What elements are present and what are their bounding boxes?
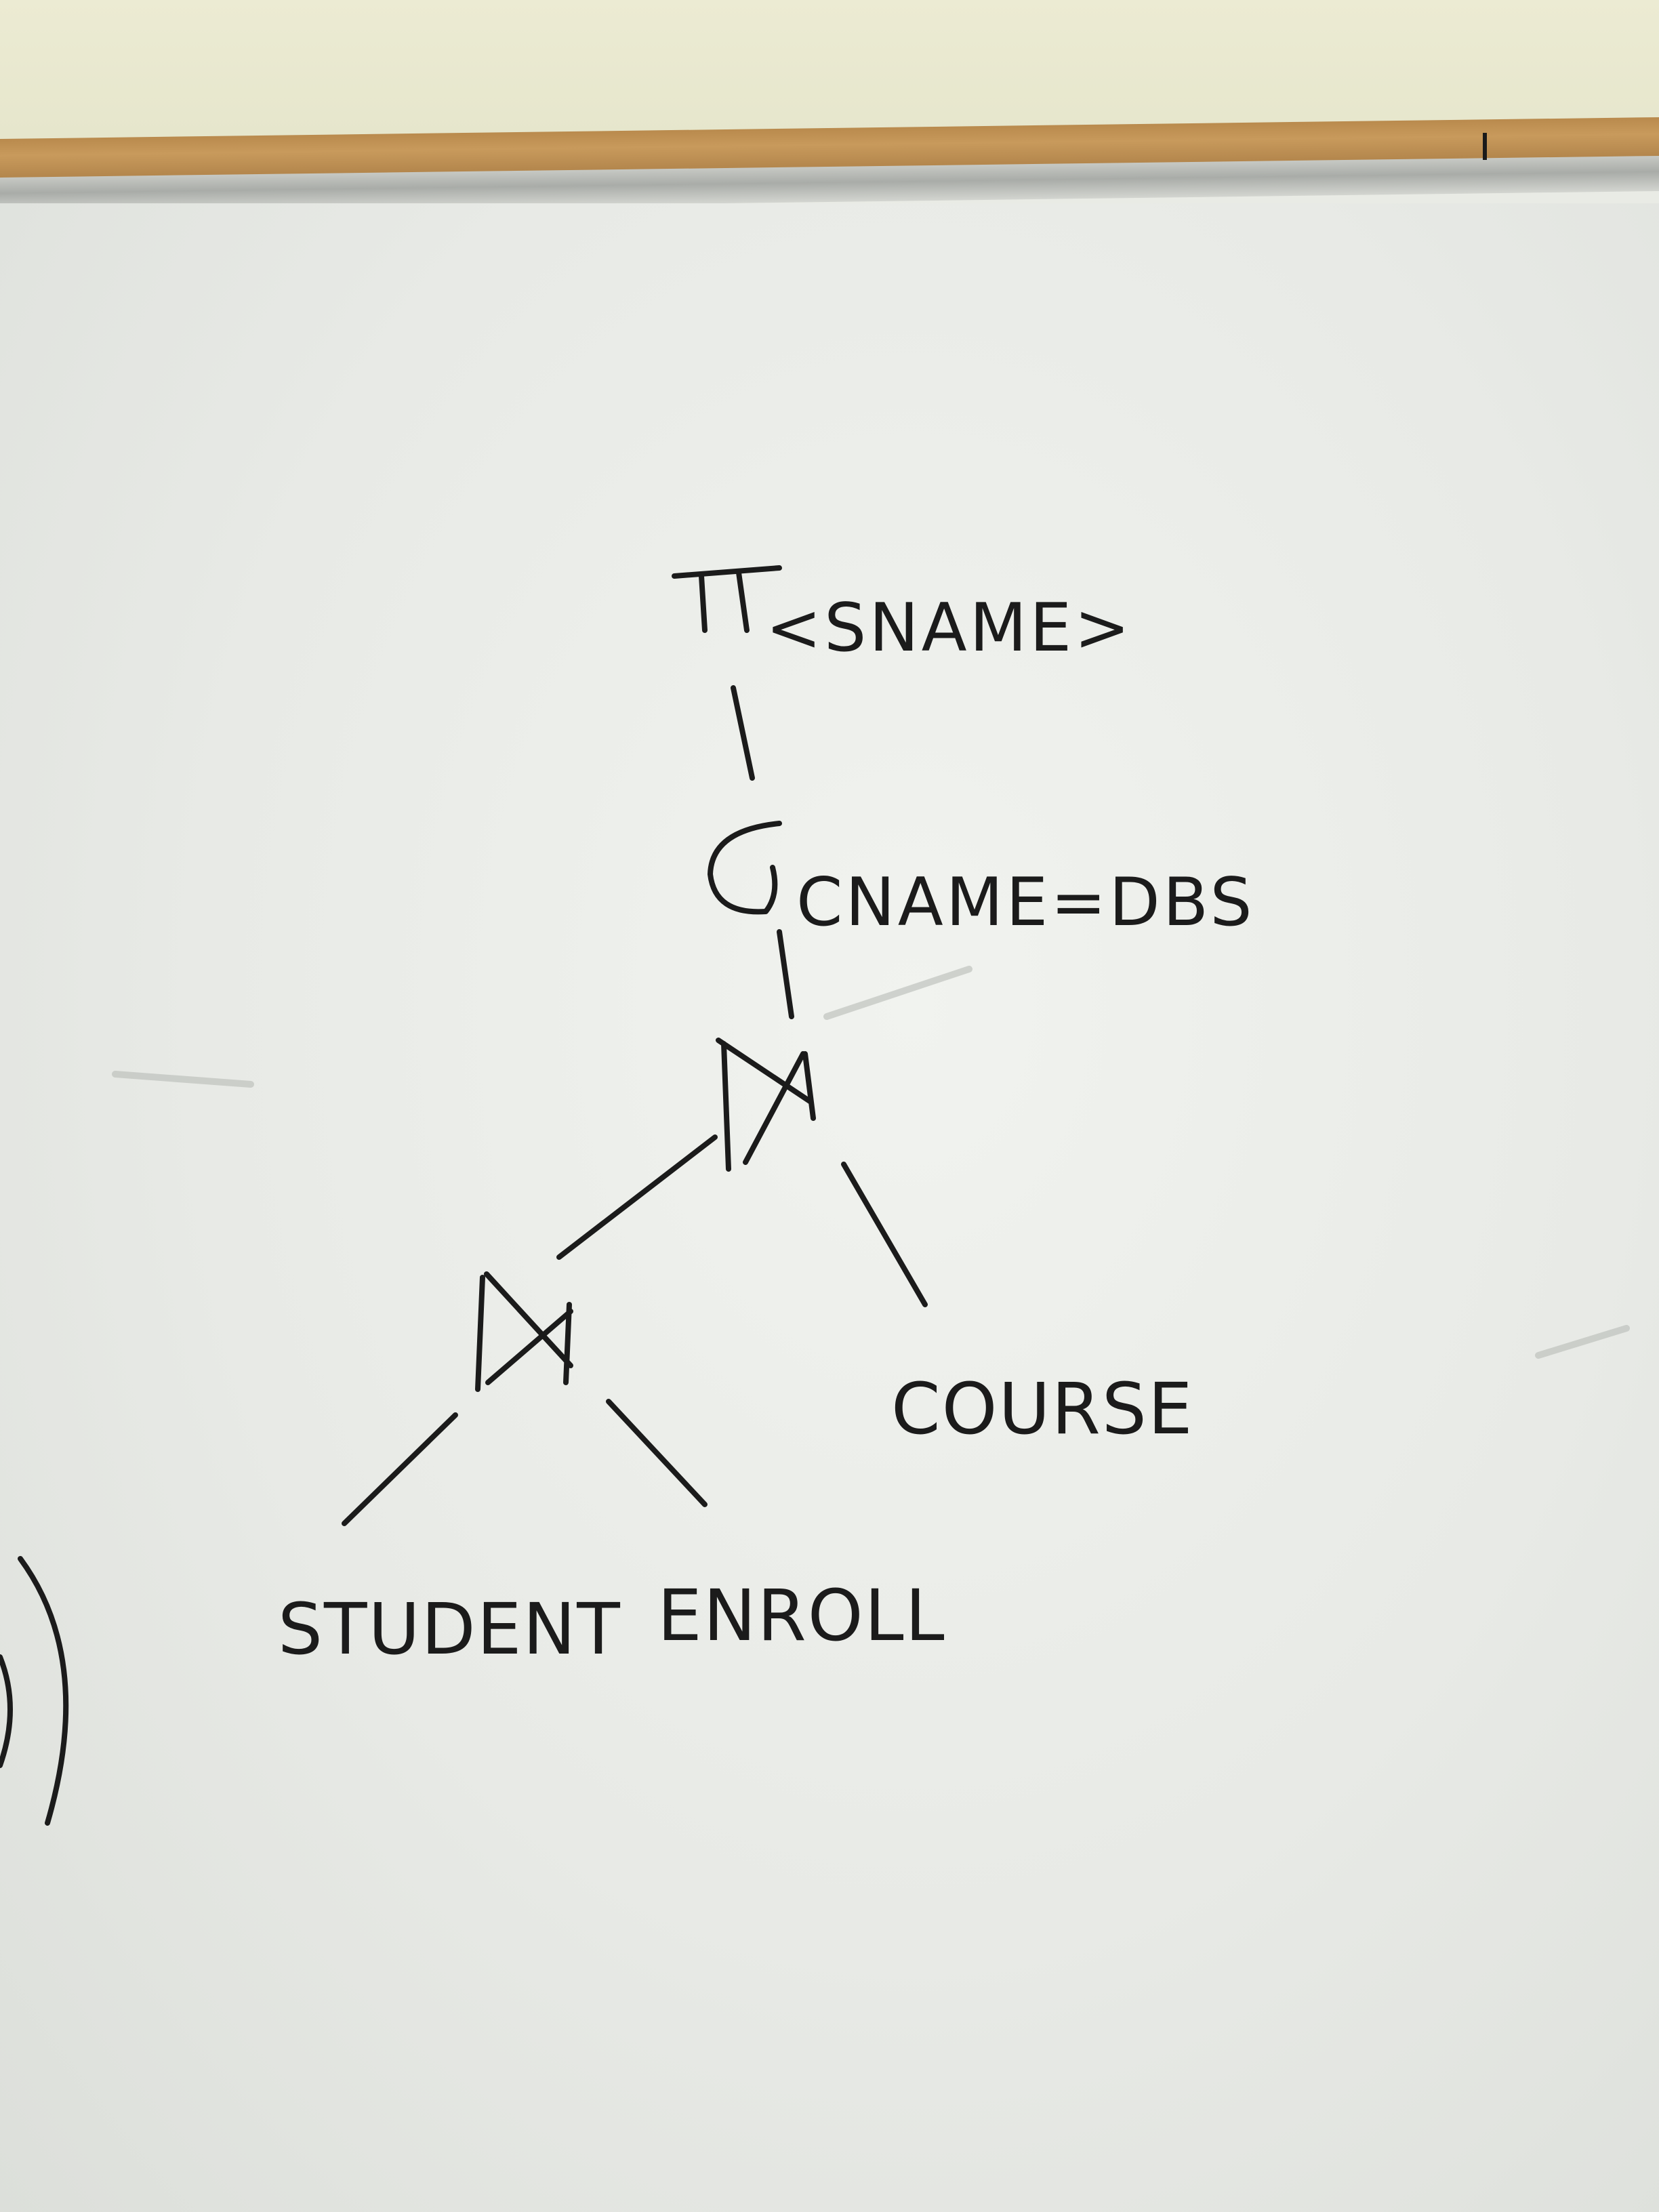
edge-selection-join [777, 929, 794, 1019]
projection-attribute: <SNAME> [766, 590, 1132, 667]
leaf-student: STUDENT [278, 1588, 621, 1671]
smudge [112, 1071, 254, 1088]
bowtie-icon [475, 1271, 573, 1392]
bowtie-icon [716, 1038, 816, 1172]
edge-projection-selection [731, 685, 755, 781]
whiteboard [0, 203, 1659, 2212]
rail-mark [1483, 133, 1487, 160]
edge-join-top-right [841, 1162, 928, 1307]
partial-parenthesis [0, 1654, 13, 1768]
sigma-symbol [708, 821, 782, 915]
edge-join-left-student [342, 1412, 458, 1526]
join-top-node: ⋈ [716, 1038, 816, 1172]
leaf-enroll: ENROLL [657, 1574, 946, 1657]
smudge [1535, 1325, 1630, 1359]
edge-join-top-left [556, 1134, 718, 1260]
join-left-node: ⋈ [0, 0, 573, 1392]
edge-join-left-enroll [606, 1399, 708, 1507]
pi-symbol [672, 565, 782, 633]
join-left-symbol: ⋈ [0, 0, 7, 2]
selection-node: CNAME=DBS [708, 821, 1255, 941]
smudge [823, 966, 972, 1020]
projection-node: <SNAME> [672, 565, 1132, 667]
leaf-course: COURSE [891, 1368, 1194, 1450]
selection-condition: CNAME=DBS [796, 864, 1255, 941]
partial-parenthesis [18, 1556, 69, 1826]
wall [0, 0, 1659, 139]
